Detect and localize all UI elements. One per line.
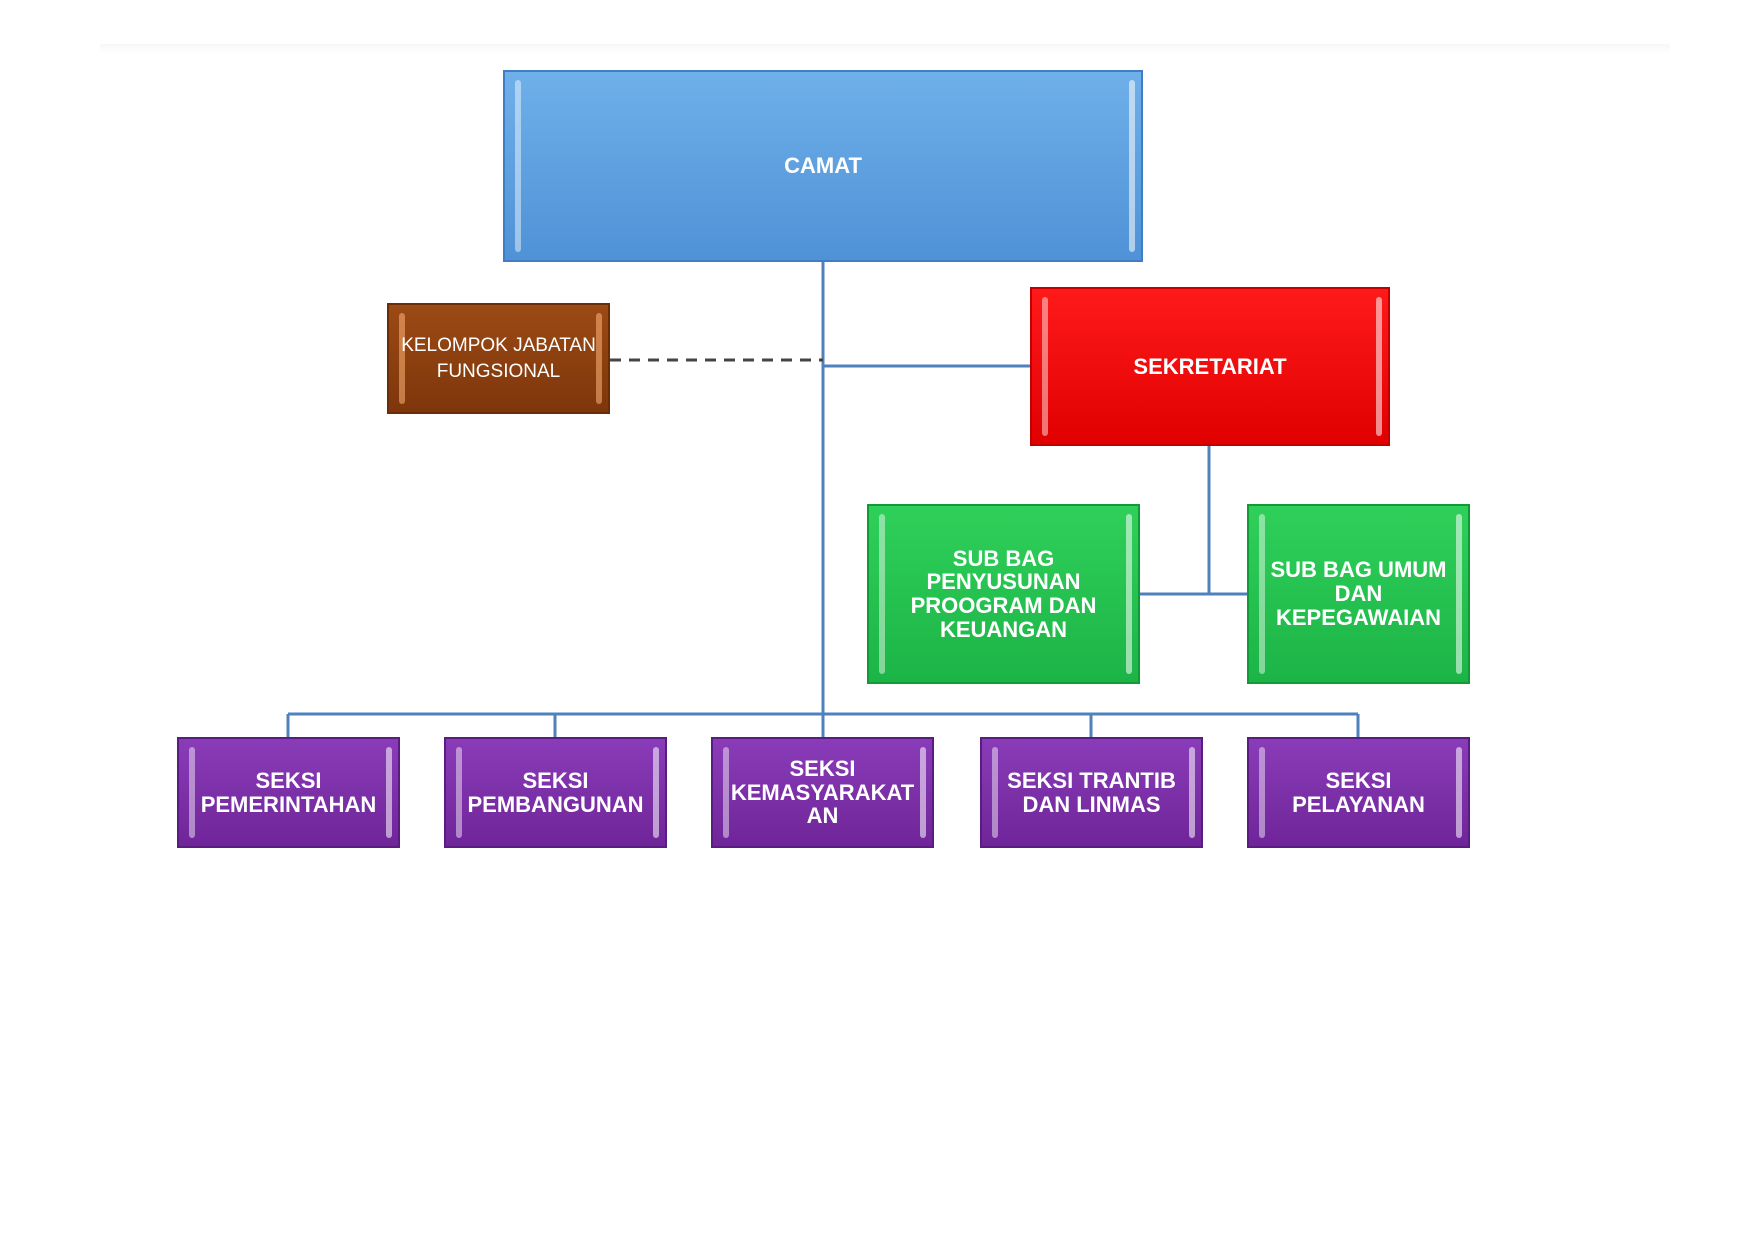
bevel	[723, 747, 729, 838]
bevel	[1456, 747, 1462, 838]
bevel	[1376, 297, 1382, 436]
bevel	[1126, 514, 1132, 674]
node-seksi-trantib-linmas: SEKSI TRANTIB DAN LINMAS	[980, 737, 1203, 848]
node-seksi-label: SEKSI KEMASYARAKAT AN	[730, 755, 915, 829]
node-seksi-pelayanan: SEKSI PELAYANAN	[1247, 737, 1470, 848]
node-camat-label: CAMAT	[784, 153, 862, 179]
bevel	[1189, 747, 1195, 838]
top-fade	[100, 44, 1670, 54]
bevel	[189, 747, 195, 838]
node-seksi-kemasyarakatan: SEKSI KEMASYARAKAT AN	[711, 737, 934, 848]
bevel	[1129, 80, 1135, 252]
bevel	[879, 514, 885, 674]
bevel	[386, 747, 392, 838]
bevel	[596, 313, 602, 404]
node-sekretariat: SEKRETARIAT	[1030, 287, 1390, 446]
node-seksi-label: SEKSI TRANTIB DAN LINMAS	[1007, 767, 1176, 817]
bevel	[1259, 747, 1265, 838]
node-camat: CAMAT	[503, 70, 1143, 262]
bevel	[920, 747, 926, 838]
node-seksi-label: SEKSI PEMBANGUNAN	[467, 767, 644, 817]
node-subbag-umum-label: SUB BAG UMUM DAN KEPEGAWAIAN	[1270, 557, 1447, 630]
node-kelompok-jabatan-fungsional: KELOMPOK JABATAN FUNGSIONAL	[387, 303, 610, 414]
node-subbag-program-keuangan: SUB BAG PENYUSUNAN PROOGRAM DAN KEUANGAN	[867, 504, 1140, 684]
bevel	[1259, 514, 1265, 674]
bevel	[1456, 514, 1462, 674]
node-seksi-pemerintahan: SEKSI PEMERINTAHAN	[177, 737, 400, 848]
bevel	[515, 80, 521, 252]
node-subbag-umum-kepegawaian: SUB BAG UMUM DAN KEPEGAWAIAN	[1247, 504, 1470, 684]
bevel	[399, 313, 405, 404]
node-sekretariat-label: SEKRETARIAT	[1133, 353, 1287, 379]
bevel	[1042, 297, 1048, 436]
bevel	[992, 747, 998, 838]
bevel	[456, 747, 462, 838]
node-seksi-pembangunan: SEKSI PEMBANGUNAN	[444, 737, 667, 848]
node-kelompok-label: KELOMPOK JABATAN FUNGSIONAL	[401, 334, 596, 382]
bevel	[653, 747, 659, 838]
node-subbag-program-label: SUB BAG PENYUSUNAN PROOGRAM DAN KEUANGAN	[910, 545, 1097, 642]
node-seksi-label: SEKSI PEMERINTAHAN	[200, 767, 377, 817]
node-seksi-label: SEKSI PELAYANAN	[1292, 767, 1425, 817]
